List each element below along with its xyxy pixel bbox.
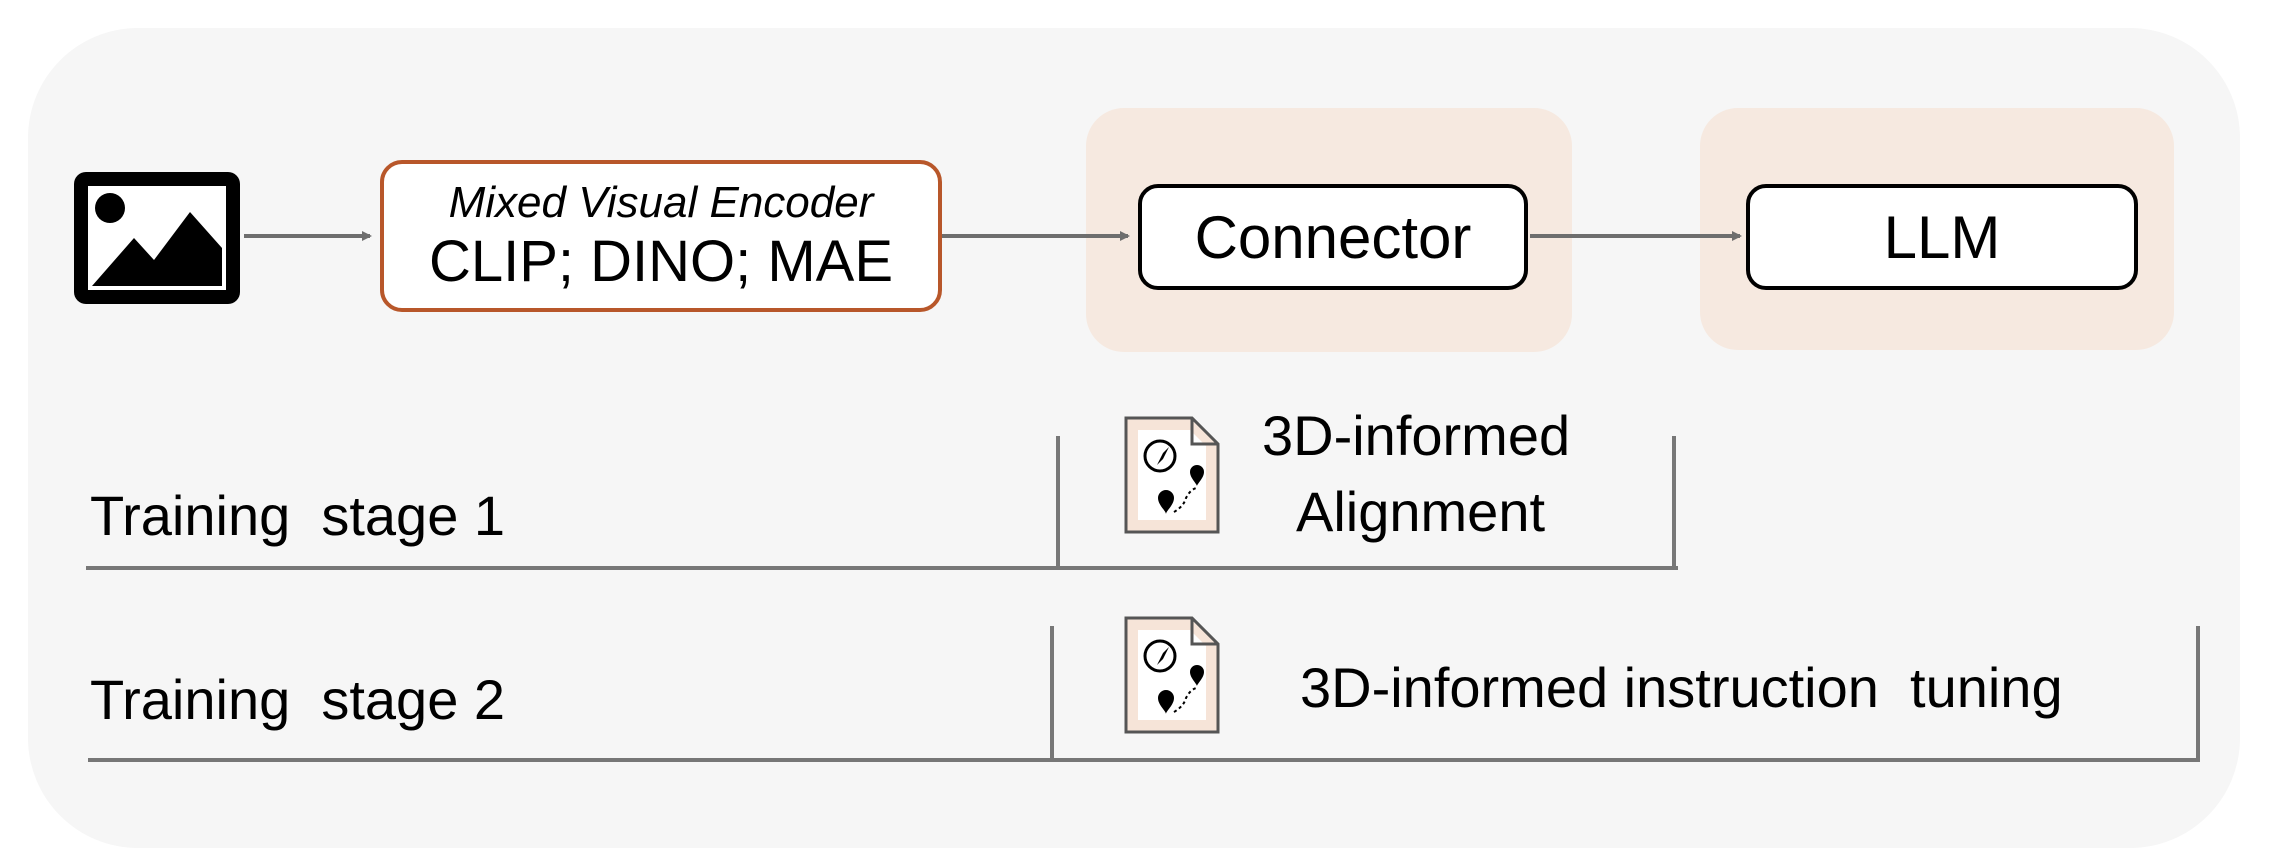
stage-1-end-tick xyxy=(1672,436,1676,568)
stage-2-timeline xyxy=(88,758,2200,762)
stage-1-timeline xyxy=(86,566,1678,570)
stage-2-label: Training stage 2 xyxy=(90,668,506,731)
connector-box: Connector xyxy=(1138,184,1528,290)
compass-icon xyxy=(1143,439,1177,473)
llm-label: LLM xyxy=(1883,203,2001,271)
document-map-icon xyxy=(1124,616,1220,734)
stage-2-end-tick xyxy=(2196,626,2200,760)
location-pin-icon xyxy=(1158,665,1204,714)
compass-icon xyxy=(1143,639,1177,673)
stage-1-label: Training stage 1 xyxy=(90,484,506,547)
visual-encoder-box: Mixed Visual Encoder CLIP; DINO; MAE xyxy=(380,160,942,312)
stage-1-start-tick xyxy=(1056,436,1060,568)
llm-box: LLM xyxy=(1746,184,2138,290)
document-map-icon xyxy=(1124,416,1220,534)
stage-1-description-line-1: 3D-informed xyxy=(1262,404,1571,467)
image-icon xyxy=(74,172,240,304)
location-pin-icon xyxy=(1158,465,1204,514)
connector-label: Connector xyxy=(1194,203,1472,271)
stage-2-start-tick xyxy=(1050,626,1054,760)
encoder-title: Mixed Visual Encoder xyxy=(448,178,874,227)
stage-1-description-line-2: Alignment xyxy=(1296,480,1546,543)
encoder-models: CLIP; DINO; MAE xyxy=(428,229,894,294)
stage-2-description: 3D-informed instruction tuning xyxy=(1300,656,2063,719)
